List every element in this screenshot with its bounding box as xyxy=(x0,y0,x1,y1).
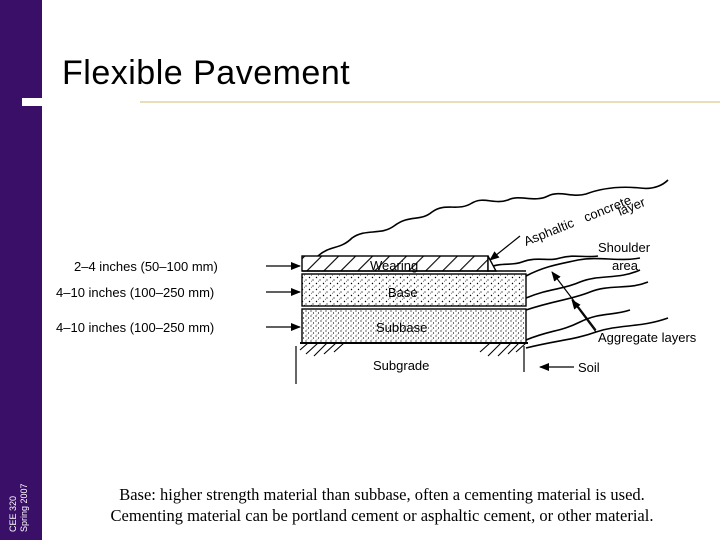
layer-label-base: Base xyxy=(388,285,418,300)
thickness-arrows xyxy=(266,262,301,331)
subgrade-hatch xyxy=(299,342,527,357)
title-accent-bar xyxy=(22,98,140,106)
soil-label: Soil xyxy=(578,360,600,375)
layer-label-subgrade: Subgrade xyxy=(373,358,429,373)
pavement-layers xyxy=(295,255,528,384)
asphaltic-word: Asphaltic xyxy=(522,215,577,249)
layer-label-wearing: Wearing xyxy=(370,258,418,273)
caption-line-2: Cementing material can be portland cemen… xyxy=(110,506,654,525)
sidebar-bar: CEE 320 Spring 2007 xyxy=(0,0,42,540)
shoulder-label-line1: Shoulder xyxy=(598,240,651,255)
thickness-label-base: 4–10 inches (100–250 mm) xyxy=(56,285,214,300)
subbase-layer xyxy=(301,308,527,344)
aggregate-arrows xyxy=(551,271,597,333)
asphaltic-arrow xyxy=(489,235,521,261)
aggregate-label: Aggregate layers xyxy=(598,330,697,345)
shoulder-label-line2: area xyxy=(612,258,639,273)
caption-line-1: Base: higher strength material than subb… xyxy=(119,485,645,504)
title-underline xyxy=(42,101,720,103)
thickness-label-subbase: 4–10 inches (100–250 mm) xyxy=(56,320,214,335)
layer-label-subbase: Subbase xyxy=(376,320,427,335)
base-layer xyxy=(301,273,527,307)
caption: Base: higher strength material than subb… xyxy=(48,484,716,526)
slide-title: Flexible Pavement xyxy=(62,54,351,92)
thickness-label-wearing: 2–4 inches (50–100 mm) xyxy=(74,259,218,274)
